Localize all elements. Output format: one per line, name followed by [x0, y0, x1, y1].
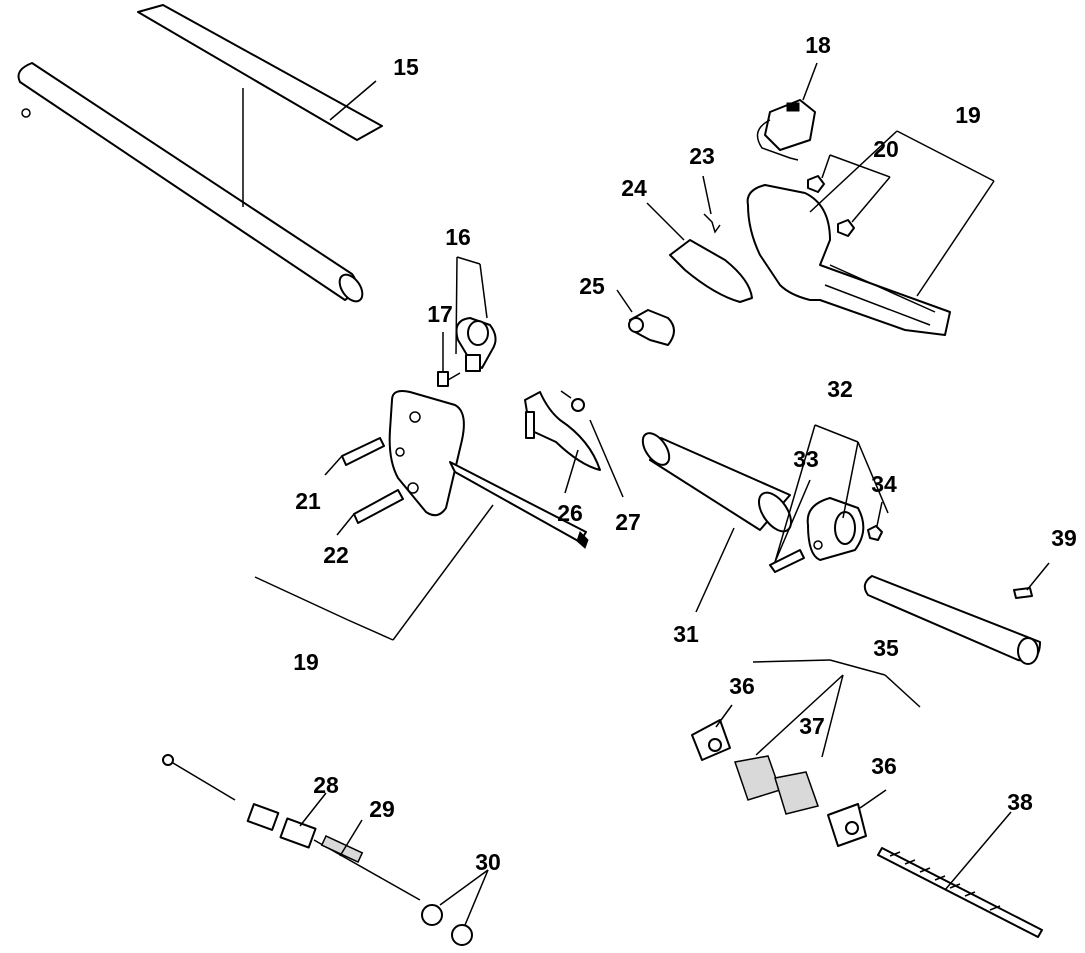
- callout-32: 32: [827, 376, 853, 402]
- callout-29: 29: [369, 796, 395, 822]
- callout-19-upper: 19: [955, 102, 981, 128]
- callout-27: 27: [615, 509, 641, 535]
- callout-25: 25: [579, 273, 605, 299]
- callout-18: 18: [805, 32, 831, 58]
- part-28-cable-fitting: [162, 754, 327, 849]
- part-19-lower-handle: [254, 390, 589, 641]
- callout-19-lower: 19: [293, 649, 319, 675]
- part-34-nut: [867, 501, 883, 541]
- callout-17: 17: [427, 301, 453, 327]
- part-19-upper-handle: [746, 130, 995, 336]
- part-38-drive-shaft: [877, 811, 1043, 938]
- callout-36-b: 36: [871, 753, 897, 779]
- callout-21: 21: [295, 488, 321, 514]
- part-30-nuts: [421, 869, 489, 946]
- part-22-screw: [336, 489, 404, 536]
- part-37-damper: [734, 674, 844, 815]
- part-36-bushing: [691, 704, 733, 761]
- callout-20: 20: [873, 136, 899, 162]
- callout-16: 16: [445, 224, 471, 250]
- part-16-clamp: [455, 256, 497, 372]
- part-31-grip: [641, 432, 792, 613]
- callout-39: 39: [1051, 525, 1077, 551]
- part-21-screw: [324, 437, 385, 476]
- callout-labels: 15 16 17 18 19 20 19 21 22 23 24 25 26 2…: [293, 32, 1077, 875]
- callout-26: 26: [557, 500, 583, 526]
- part-23-spring: [702, 175, 721, 234]
- callout-22: 22: [323, 542, 349, 568]
- part-33-screw: [769, 479, 811, 573]
- callout-15: 15: [393, 54, 419, 80]
- part-27-spring: [560, 390, 624, 498]
- part-35-lower-shaft: [752, 575, 1041, 708]
- part-20-nut: [807, 154, 891, 237]
- part-26-trigger: [524, 391, 601, 494]
- part-17-screw: [437, 332, 461, 387]
- part-18-switch: [756, 62, 818, 161]
- part-32-clamp: [774, 424, 889, 563]
- callout-35: 35: [873, 635, 899, 661]
- callout-31: 31: [673, 621, 699, 647]
- callout-34: 34: [871, 471, 897, 497]
- callout-36-a: 36: [729, 673, 755, 699]
- callout-38: 38: [1007, 789, 1033, 815]
- callout-23: 23: [689, 143, 715, 169]
- callout-30: 30: [475, 849, 501, 875]
- part-39-label: [1013, 562, 1050, 599]
- callout-37: 37: [799, 713, 825, 739]
- callout-28: 28: [313, 772, 339, 798]
- part-25-lock: [616, 289, 675, 346]
- part-15-upper-shaft: [17, 4, 383, 303]
- part-29-cable: [313, 819, 421, 901]
- callout-33: 33: [793, 446, 819, 472]
- callout-24: 24: [621, 175, 647, 201]
- part-36-bushing-b: [827, 789, 887, 847]
- part-24-lever: [646, 202, 753, 303]
